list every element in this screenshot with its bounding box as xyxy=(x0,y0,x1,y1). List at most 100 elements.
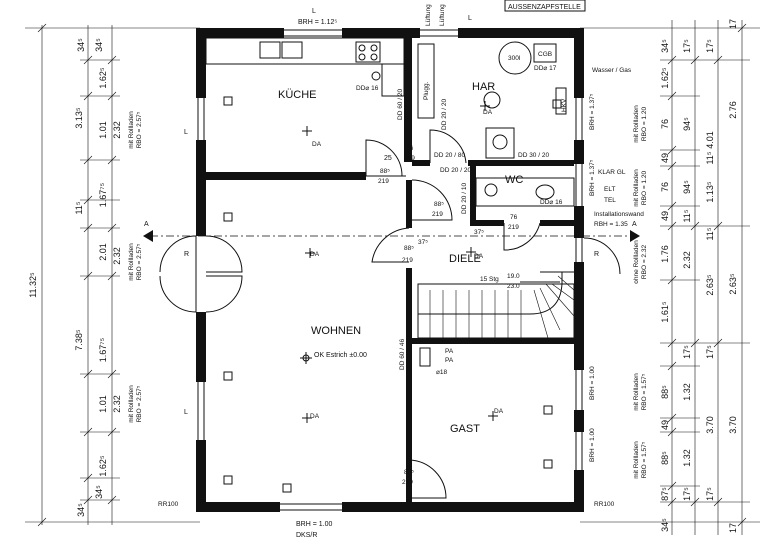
dim-right-a13: 34⁵ xyxy=(660,518,670,532)
label-stg: 15 Stg xyxy=(480,276,499,283)
dim-right-c3: 11⁵ xyxy=(705,151,715,164)
label-brh100b: BRH = 1.00 xyxy=(589,428,596,462)
dim-left-rl3b: RBO = 2.57⁵ xyxy=(136,385,143,422)
wall-wc-bottom-b xyxy=(540,220,574,226)
wall-kueche-wohnen xyxy=(206,172,366,180)
windows xyxy=(197,29,583,511)
label-rr100a: RR100 xyxy=(158,501,179,508)
dim-right-b3: 94⁵ xyxy=(682,180,692,194)
dim-right-f2: 2.76 xyxy=(728,101,738,119)
label-door219e: 219 xyxy=(402,257,413,264)
wall-right-a xyxy=(574,28,584,98)
room-kueche: KÜCHE xyxy=(278,89,317,101)
label-installationswand: Installationswand xyxy=(594,211,644,218)
wall-top-a xyxy=(196,28,284,38)
label-door219c: 219 xyxy=(432,211,443,218)
label-brh-bottom: BRH = 1.00 xyxy=(296,521,332,528)
label-door885d: 88⁵ xyxy=(404,469,414,476)
wall-right-c xyxy=(574,206,584,238)
wall-bottom-a xyxy=(196,502,280,512)
wall-right-f xyxy=(574,470,584,512)
label-brh-top: BRH = 1.12⁵ xyxy=(298,19,337,26)
section-marker-left xyxy=(143,230,153,242)
label-dd17: DD⌀ 17 xyxy=(534,65,557,72)
dim-left-d2: 1.62⁵ xyxy=(98,67,108,89)
da-wohnen-bottom: DA xyxy=(310,413,320,420)
wall-diele-left-b xyxy=(406,268,412,502)
label-n375b: 37⁵ xyxy=(418,239,428,246)
room-labels: KÜCHE HAR WC WOHNEN DIELE GAST xyxy=(278,81,523,435)
staircase[interactable] xyxy=(417,271,575,339)
label-tel: TEL xyxy=(604,197,616,204)
dim-left-e3: 2.32 xyxy=(112,247,122,265)
wall-top-b xyxy=(342,28,420,38)
wall-left-c xyxy=(196,312,206,382)
label-wasser-gas: Wasser / Gas xyxy=(592,67,632,74)
dim-left-d8: 1.62⁵ xyxy=(98,455,108,477)
dim-left-d9: 34⁵ xyxy=(76,503,86,517)
label-r-left: R xyxy=(184,251,189,258)
label-n375: 37⁵ xyxy=(474,229,484,236)
wall-gast-top xyxy=(412,338,574,344)
dim-right-a6: 49 xyxy=(660,211,670,221)
label-brh137a: BRH = 1.37⁵ xyxy=(589,93,596,130)
dim-right-b5: 2.32 xyxy=(682,251,692,269)
wall-left-b xyxy=(196,140,206,236)
door-diele-left[interactable] xyxy=(411,179,453,221)
dim-right-a12: 87⁵ xyxy=(660,487,670,501)
dim-right-a10: 49 xyxy=(660,420,670,430)
kitchen-counter xyxy=(205,37,405,97)
label-dd6020: DD 60 / 20 xyxy=(397,89,404,120)
utility-fixtures xyxy=(417,41,567,159)
da-diele: DA xyxy=(474,253,484,260)
dim-left-e2: 2.32 xyxy=(112,121,122,139)
label-door885a: 88⁵ xyxy=(380,168,390,175)
door-gast[interactable] xyxy=(408,459,447,499)
label-dd3020: DD 30 / 20 xyxy=(518,152,549,159)
door-wohnen[interactable] xyxy=(371,227,410,263)
stove-icon xyxy=(355,41,381,63)
label-door885c: 88⁵ xyxy=(404,245,414,252)
label-l-left1: L xyxy=(184,129,188,136)
label-stg-b: 23.0 xyxy=(507,283,520,290)
label-dd2080: DD 20 / 80 xyxy=(434,152,465,159)
label-dd6046: DD 60 / 46 xyxy=(399,339,406,370)
dim-right-c8: 3.70 xyxy=(705,416,715,434)
da-wohnen-top: DA xyxy=(310,251,320,258)
dim-right-a11: 88⁵ xyxy=(660,451,670,465)
label-door76a: 76 xyxy=(406,145,414,152)
dim-left-rl1b: RBO = 2.57⁵ xyxy=(136,111,143,148)
dim-right-r2b: RBO = 1.20 xyxy=(641,171,648,206)
dim-right-f3: 2.63⁵ xyxy=(728,273,738,295)
dim-left-rl2: mit Rollladen xyxy=(128,243,135,281)
label-a-left: A xyxy=(144,221,149,228)
dim-right-a4: 49 xyxy=(660,153,670,163)
label-tank: 300l xyxy=(508,55,521,62)
dim-right-r1b: RBO = 1.20 xyxy=(641,107,648,142)
door-har[interactable] xyxy=(429,129,467,164)
door-kueche[interactable] xyxy=(365,139,406,177)
label-r-right: R xyxy=(594,251,599,258)
label-door219f: 219 xyxy=(402,479,413,486)
label-dd16-kueche: DD⌀ 16 xyxy=(356,85,379,92)
ceiling-lights xyxy=(300,101,498,423)
wall-wc-left xyxy=(470,166,476,226)
label-door219d: 219 xyxy=(508,224,519,231)
right-dimension-chains: 34⁵ 1.62⁵ 76 49 76 49 1.76 1.61⁵ 88⁵ 49 … xyxy=(580,19,760,535)
label-n25: 25 xyxy=(384,155,392,162)
label-hkv: HKV xyxy=(561,98,568,112)
dim-right-b4: 11⁵ xyxy=(682,209,692,222)
dim-right-r4b: RBO = 1.57⁵ xyxy=(641,373,648,410)
dim-left-rl1: mit Rollladen xyxy=(128,111,135,149)
entrance-door[interactable] xyxy=(583,237,621,275)
dim-left-big3: 7.38⁵ xyxy=(74,329,84,351)
label-dd2010: DD 20 / 10 xyxy=(461,183,468,214)
annotations: AUSSENZAPFSTELLE Lüftung Lüftung BRH = 1… xyxy=(144,0,644,539)
label-lueftung-2: Lüftung xyxy=(439,4,446,26)
dim-left-big2: 11⁵ xyxy=(74,201,84,214)
label-plugg: Plugg. xyxy=(423,81,430,100)
dim-right-r1: mit Rollladen xyxy=(633,105,640,143)
door-wc[interactable] xyxy=(503,222,541,251)
terrace-doors-left[interactable] xyxy=(159,235,243,313)
